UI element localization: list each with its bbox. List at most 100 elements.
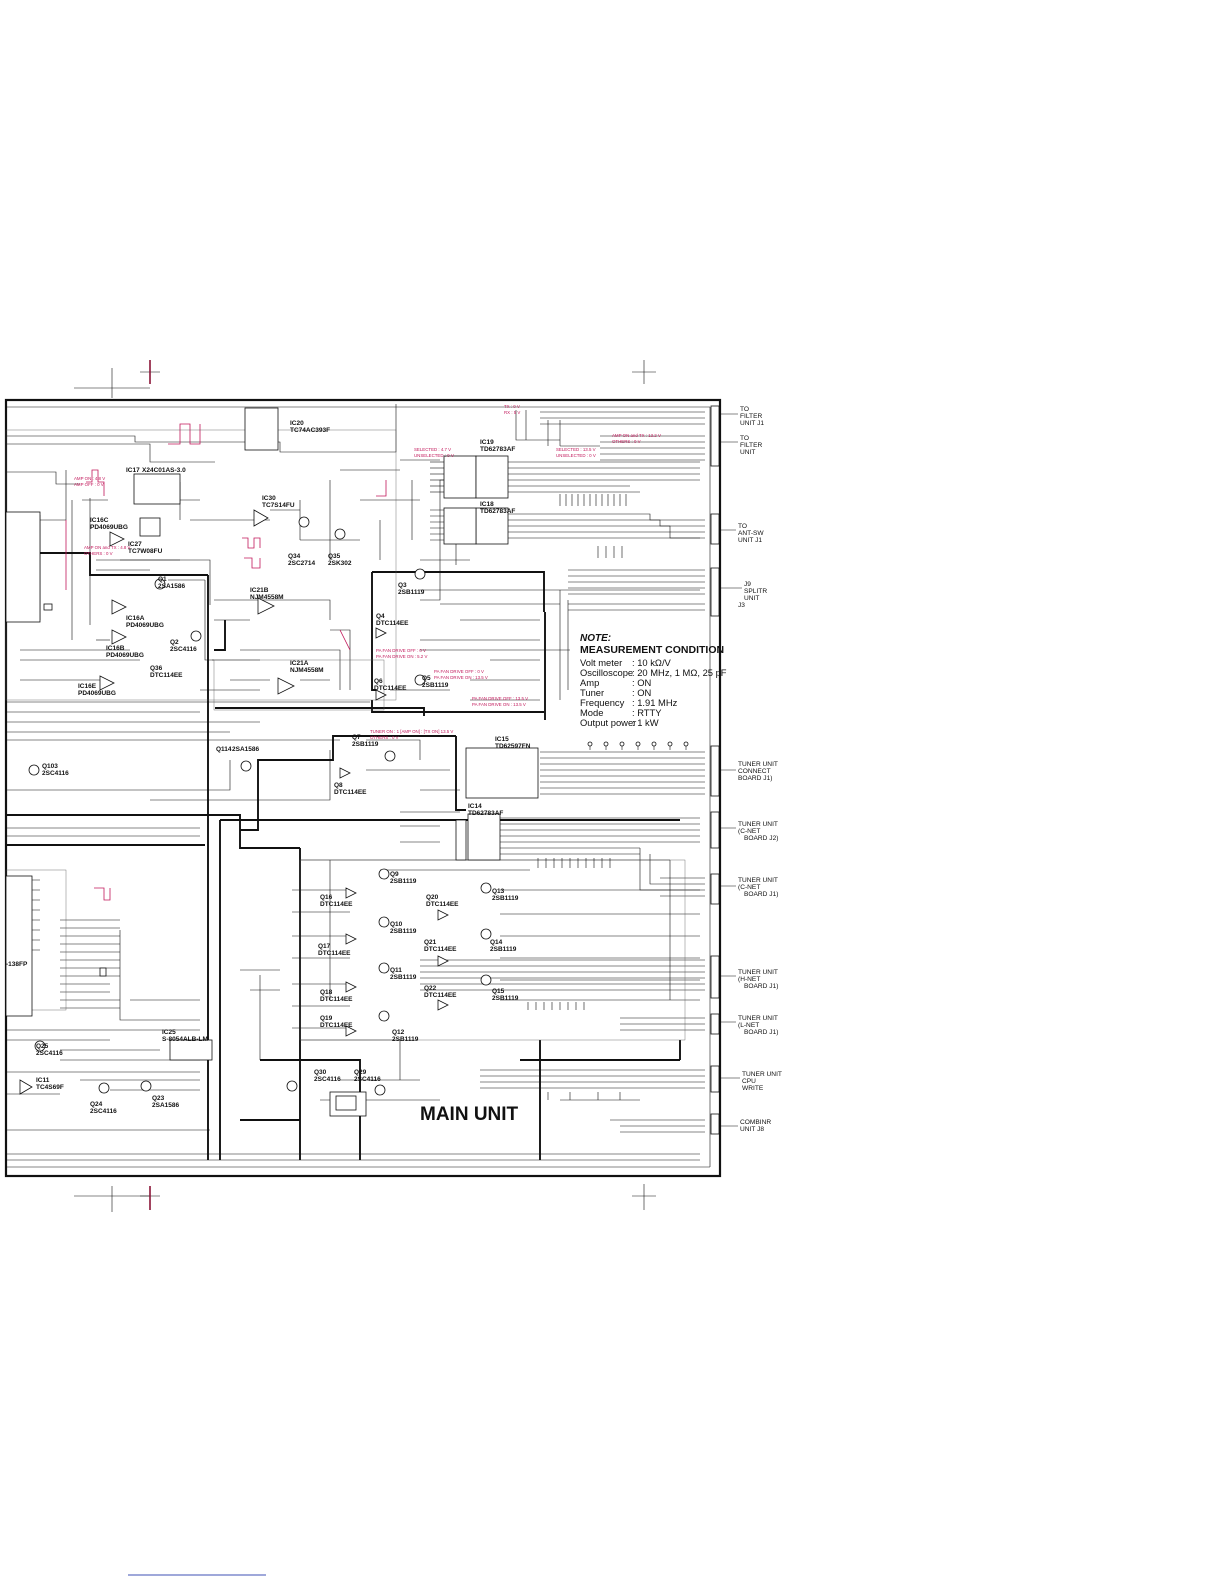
transistor-label: Q35 [328,553,341,560]
note-value: : RTTY [632,707,662,718]
connector-label-line: UNIT J8 [740,1126,764,1133]
voltage-note: PA FAN DRIVE OFF : 13.5 V [472,696,528,701]
transistor-part: DTC114EE [426,901,459,908]
measurement-note: NOTE: MEASUREMENT CONDITION Volt meter :… [580,633,727,728]
signal-wiring [6,404,705,1161]
transistor-part: DTC114EE [334,789,367,796]
ic-part: TD62783AF [480,508,515,515]
ic-part: TD62783AF [468,810,503,817]
note-label: Tuner [580,687,604,698]
transistor-part: DTC114EE [320,901,353,908]
connector-label-line: ANT-SW [738,530,764,537]
transistor-part: 2SB1119 [492,895,519,902]
ic-label: IC30 [262,495,276,502]
ic-label: IC20 [290,420,304,427]
ic-part: S-8054ALB-LM [162,1036,208,1043]
connector-j16-label: TUNER UNIT [742,1071,782,1078]
transistor-part: DTC114EE [424,992,457,999]
connector-label-line: CPU [742,1078,756,1085]
voltage-note: RX : 5 V [504,410,520,415]
transistor-labels: Q34 2SC2714 Q35 2SK302 Q3 2SB1119 Q4 DTC… [36,553,519,1115]
transistor-label: Q4 [376,613,385,620]
note-value: : 20 MHz, 1 MΩ, 25 pF [632,667,727,678]
ic-label: IC16A [126,615,145,622]
ic-label: IC27 [128,541,142,548]
transistor-label: Q34 [288,553,301,560]
ic-part: PD4069UBG [78,690,116,697]
voltage-note: OTHERS : 0 V [370,735,399,740]
ic-label: IC21B [250,587,269,594]
transistor-part: DTC114EE [150,672,183,679]
ic-label: IC21A [290,660,309,667]
transistor-symbols [28,516,492,1096]
transistor-label: Q12 [392,1029,405,1036]
transistor-part: DTC114EE [320,996,353,1003]
transistor-part: 2SC4116 [314,1076,341,1083]
transistor-part: 2SC4116 [42,770,69,777]
connector-j9-label: TO [738,523,747,530]
connector-label-line: BOARD J2) [744,835,778,842]
transistor-label: Q9 [390,871,399,878]
ic-part: TC7S14FU [262,502,295,509]
waveforms [65,423,387,901]
connector-label-line: UNIT J1 [740,420,764,427]
transistor-label: Q7 [352,734,361,741]
ic-part: NJM4558M [290,667,324,674]
connector-leaders [719,413,742,1127]
transistor-label: Q18 [320,989,333,996]
transistor-part: 2SA1586 [232,746,259,753]
crop-marks [74,360,656,1576]
ic-part: PD4069UBG [90,524,128,531]
main-unit-title: MAIN UNIT [420,1104,519,1125]
connector-label-line: BOARD J1) [738,775,772,782]
transistor-label: Q10 [390,921,403,928]
voltage-note: AMP OFF : 0 V [74,482,104,487]
transistor-label: Q29 [354,1069,367,1076]
ic-label: IC11 [36,1077,50,1084]
connector-label-line: FILTER [740,413,762,420]
connector-label-line: J3 [738,602,745,609]
transistor-part: 2SB1119 [490,946,517,953]
transistor-label: Q14 [490,939,503,946]
connector-label-line: (L-NET [738,1022,759,1029]
ic-part: NJM4558M [250,594,284,601]
transistor-label: Q1 [158,576,167,583]
note-value: : ON [632,677,651,688]
transistor-part: DTC114EE [374,685,407,692]
transistor-label: Q23 [152,1095,165,1102]
transistor-part: DTC114EE [320,1022,353,1029]
transistor-part: 2SC2714 [288,560,315,567]
transistor-label: Q11 [390,967,402,974]
ic-label: IC25 [162,1029,176,1036]
transistor-part: 2SA1586 [152,1102,179,1109]
connector-j7-label: TO [740,406,749,413]
voltage-note: SELECTED : 13.5 V [556,447,596,452]
transistor-label: Q30 [314,1069,327,1076]
voltage-note: PA FAN DRIVE ON : 13.5 V [434,675,488,680]
transistor-part: 2SK302 [328,560,352,567]
transistor-label: Q114 [216,746,232,753]
transistor-part: DTC114EE [376,620,409,627]
voltage-note: PA FAN DRIVE OFF : 0 V [376,648,426,653]
connector-label-line: BOARD J1) [744,891,778,898]
ic-label: IC15 [495,736,509,743]
ic-part: TC4S69F [36,1084,64,1091]
voltage-note: TUNER ON : 1 [AMP ON] : [TX ON] 13.5 V [370,729,453,734]
ic-label: IC18 [480,501,494,508]
connector-j15-label: TUNER UNIT [738,1015,778,1022]
transistor-label: Q15 [492,988,505,995]
connector-label-line: (C-NET [738,828,760,835]
transistor-part: 2SB1119 [422,682,449,689]
transistor-label: Q20 [426,894,439,901]
transistor-part: 2SC4116 [354,1076,381,1083]
transistor-label: Q25 [36,1043,49,1050]
transistor-part: DTC114EE [424,946,457,953]
transistor-label: Q5 [422,675,431,682]
connector-j8-label: TO [740,435,749,442]
ic-part: TC7W08FU [128,548,163,555]
note-value: : 10 kΩ/V [632,657,672,668]
transistor-label: Q19 [320,1015,333,1022]
transistor-label: Q3 [398,582,407,589]
transistor-part: 2SC4116 [170,646,197,653]
ic-label: IC16E [78,683,97,690]
